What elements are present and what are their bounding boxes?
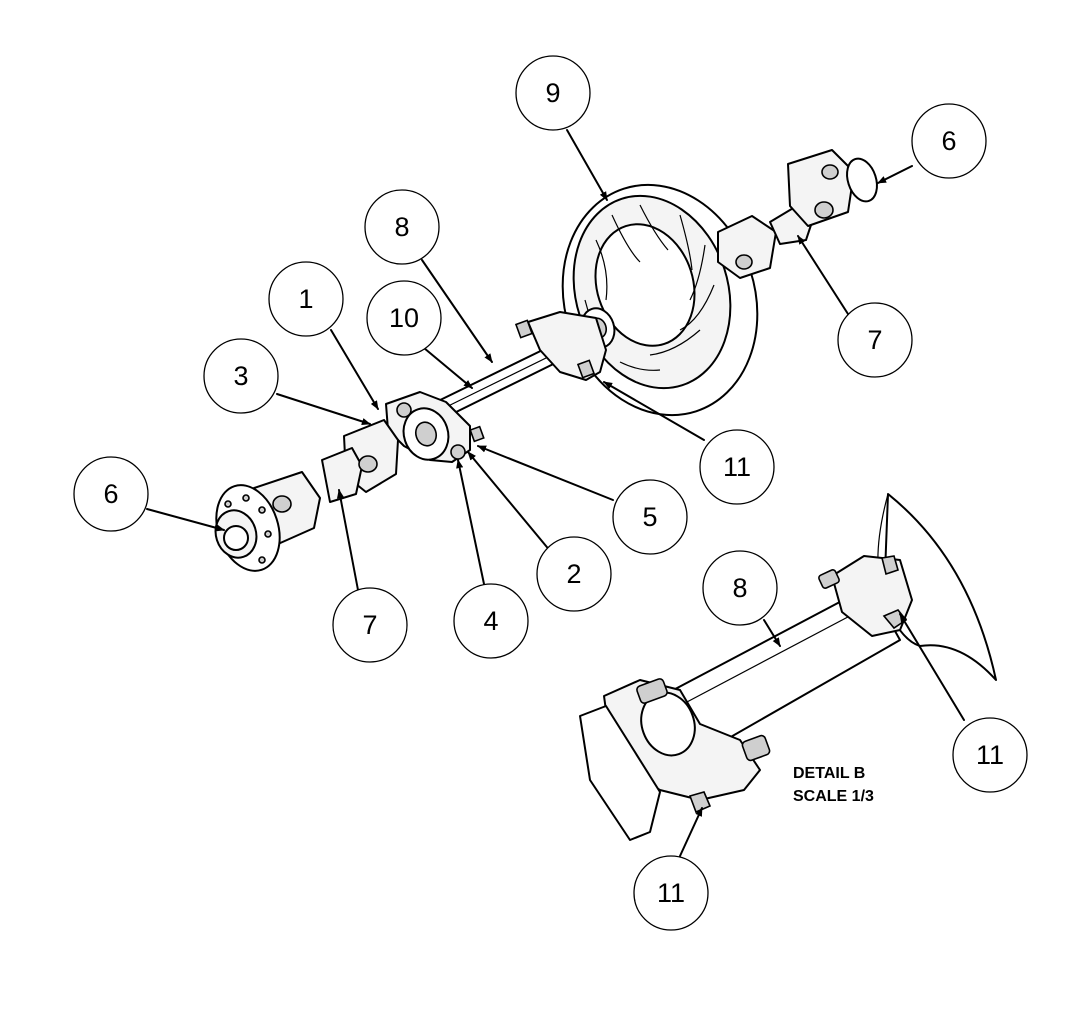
balloon-4: 4 xyxy=(453,583,529,659)
balloon-9-label: 9 xyxy=(545,78,560,108)
balloon-7-right-label: 7 xyxy=(867,325,882,355)
balloon-3-label: 3 xyxy=(233,361,248,391)
balloon-6-top: 6 xyxy=(911,103,987,179)
leader-6-left xyxy=(146,508,225,532)
right-universal-joint xyxy=(717,149,878,279)
balloon-1: 1 xyxy=(268,261,344,337)
balloon-7-left: 7 xyxy=(332,587,408,663)
leader-11-detail-right xyxy=(899,613,965,721)
balloon-11-detail-right: 11 xyxy=(952,717,1028,793)
balloon-1-label: 1 xyxy=(298,284,313,314)
balloon-11-detail-right-label: 11 xyxy=(976,740,1004,770)
leader-8-top xyxy=(421,259,493,363)
balloon-8-top: 8 xyxy=(364,189,440,265)
leader-1 xyxy=(330,329,379,410)
balloon-8-top-label: 8 xyxy=(394,212,409,242)
leader-9 xyxy=(566,129,608,201)
balloon-2: 2 xyxy=(536,536,612,612)
balloon-7-right: 7 xyxy=(837,302,913,378)
balloon-6-left-label: 6 xyxy=(103,479,118,509)
balloon-8-detail-label: 8 xyxy=(732,573,747,603)
balloon-5-label: 5 xyxy=(642,502,657,532)
balloon-6-left: 6 xyxy=(73,456,149,532)
leader-11-detail-bottom xyxy=(679,807,703,857)
balloon-11-detail-bottom: 11 xyxy=(633,855,709,931)
balloon-11-top-label: 11 xyxy=(723,452,751,482)
right-bearing-housing xyxy=(514,311,607,381)
balloon-5: 5 xyxy=(612,479,688,555)
balloons: 9 6 8 1 10 7 3 11 xyxy=(73,55,1028,931)
balloon-7-left-label: 7 xyxy=(362,610,377,640)
pulley-sheave xyxy=(561,183,759,417)
balloon-10: 10 xyxy=(366,280,442,356)
leader-3 xyxy=(276,393,371,425)
balloon-6-top-label: 6 xyxy=(941,126,956,156)
balloon-8-detail: 8 xyxy=(702,550,778,626)
leader-10 xyxy=(423,347,473,389)
balloon-11-top: 11 xyxy=(699,429,775,505)
leader-2 xyxy=(467,451,552,553)
balloon-2-label: 2 xyxy=(566,559,581,589)
leader-7-right xyxy=(797,235,849,315)
leader-7-left xyxy=(336,489,359,591)
detail-title: DETAIL B xyxy=(793,765,865,782)
left-flange-coupling xyxy=(214,484,281,572)
leader-8-detail xyxy=(763,619,781,647)
leader-4 xyxy=(456,459,485,585)
leader-11-top xyxy=(603,381,705,441)
leader-lines xyxy=(146,129,965,857)
balloon-4-label: 4 xyxy=(483,606,498,636)
detail-scale: SCALE 1/3 xyxy=(793,788,874,805)
balloon-9: 9 xyxy=(515,55,591,131)
balloon-11-detail-bottom-label: 11 xyxy=(657,878,685,908)
balloon-10-label: 10 xyxy=(389,303,419,333)
leader-6-top xyxy=(877,165,913,184)
leader-5 xyxy=(477,445,614,501)
left-bearing-housing xyxy=(385,391,485,463)
balloon-3: 3 xyxy=(203,338,279,414)
main-assembly xyxy=(214,149,878,572)
